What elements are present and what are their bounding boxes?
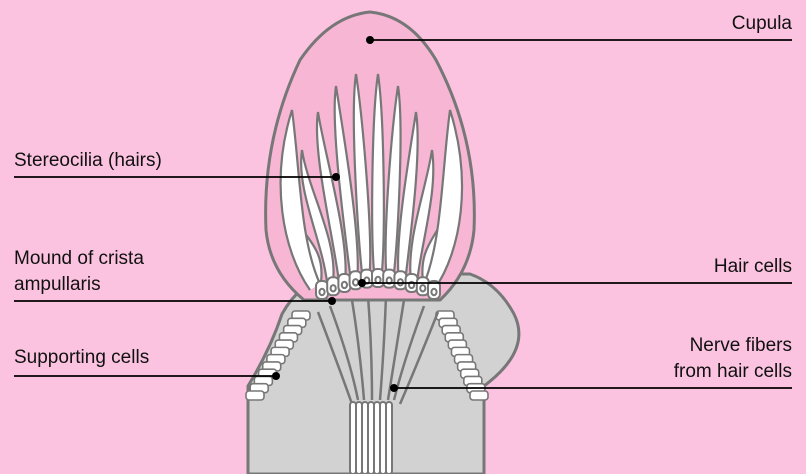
- hair-cell-nucleus: [431, 289, 436, 295]
- hair-cell-nucleus: [353, 279, 358, 285]
- nerve-trunk: [350, 402, 392, 474]
- stereocilium: [372, 74, 384, 282]
- hair-cell-nucleus: [319, 289, 324, 295]
- supporting-cell: [470, 391, 488, 400]
- hair-cell-nucleus: [331, 285, 336, 291]
- label-stereocilia: Stereocilia (hairs): [14, 149, 162, 173]
- label-mound-line1: Mound of crista: [14, 247, 144, 271]
- supporting-cell: [246, 391, 264, 400]
- label-hair-cells: Hair cells: [714, 255, 792, 279]
- hair-cell-nucleus: [420, 285, 425, 291]
- label-nerve-line2: from hair cells: [674, 360, 792, 384]
- label-supporting-cells: Supporting cells: [14, 346, 149, 370]
- label-cupula: Cupula: [732, 12, 792, 36]
- label-mound-line2: ampullaris: [14, 273, 101, 297]
- label-nerve-line1: Nerve fibers: [690, 334, 792, 358]
- nerve-strand: [386, 402, 392, 474]
- hair-cell-nucleus: [342, 282, 347, 288]
